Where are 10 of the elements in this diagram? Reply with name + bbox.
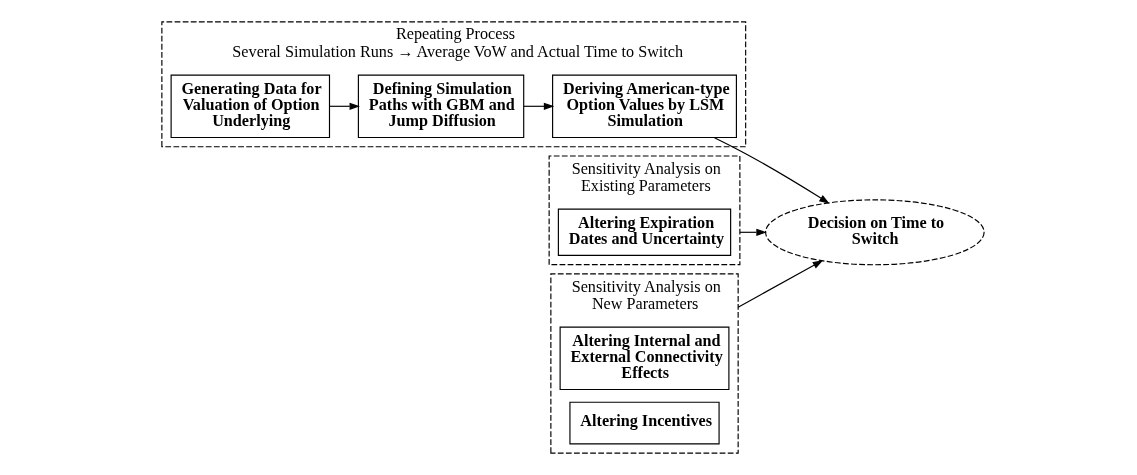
- node-box: Altering Internal and External Connectivity Effects: [559, 326, 730, 391]
- node-ellipse: Decision on Time to Switch: [765, 199, 985, 266]
- arrow: [737, 260, 824, 308]
- arrow: [329, 102, 360, 110]
- arrow: [523, 102, 555, 110]
- node-box: Altering Expiration Dates and Uncertainty: [557, 208, 732, 256]
- node-box: Defining Simulation Paths with GBM and Jump Diffusion: [357, 74, 525, 139]
- node-box: Generating Data for Valuation of Option Underlying: [170, 74, 331, 139]
- node-box: Deriving American-type Option Values by LSM Simulation: [552, 74, 737, 139]
- node-box: Altering Incentives: [569, 401, 720, 445]
